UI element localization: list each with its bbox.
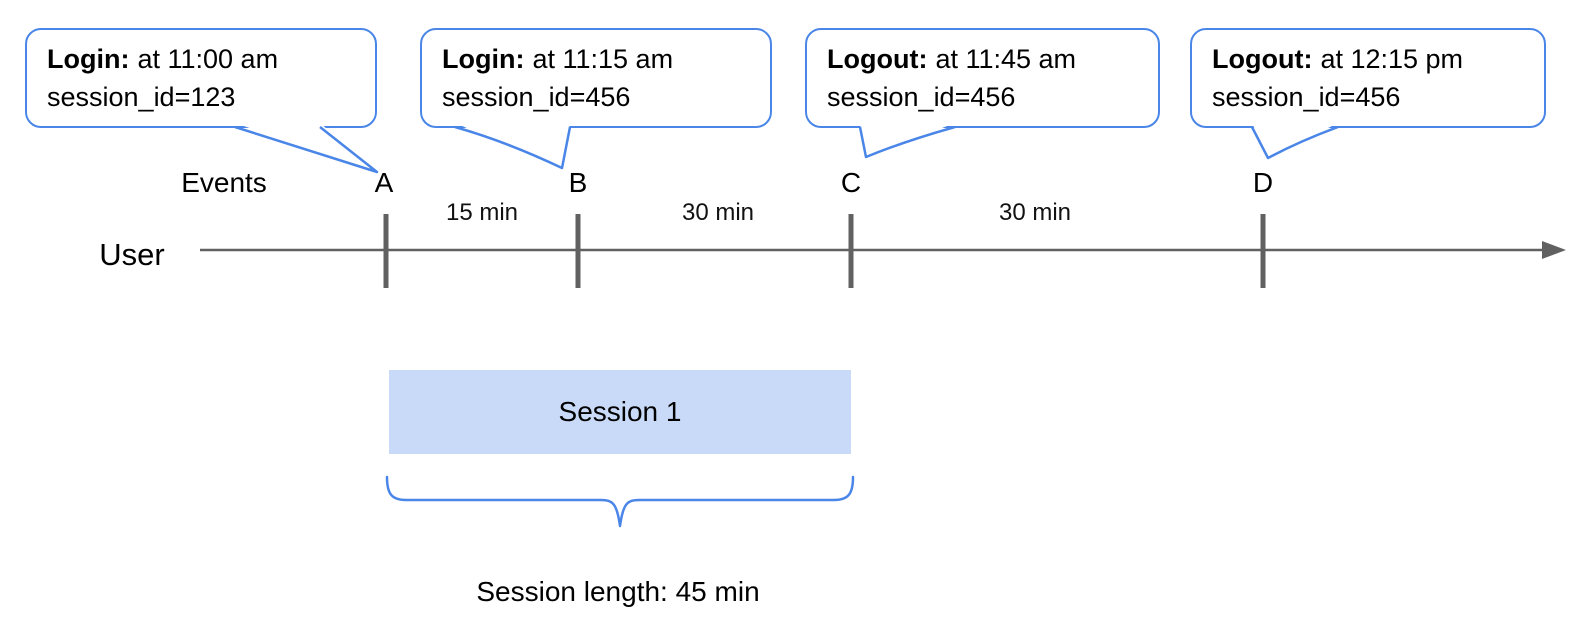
callout-tail-b bbox=[454, 123, 572, 170]
callout-event-line: Logout:at 12:15 pm bbox=[1212, 40, 1526, 78]
session-id-label: session_id=456 bbox=[442, 82, 631, 112]
callout-event-line: Login:at 11:15 am bbox=[442, 40, 752, 78]
session-box-label: Session 1 bbox=[558, 396, 682, 427]
user-axis-label: User bbox=[99, 237, 165, 272]
interval-c-d-label: 30 min bbox=[998, 199, 1072, 226]
event-mark-b: B bbox=[568, 167, 588, 198]
arrowhead-icon bbox=[1542, 241, 1566, 259]
callout-tail-a bbox=[234, 123, 379, 174]
event-mark-c: C bbox=[840, 167, 862, 198]
session-id-label: session_id=456 bbox=[1212, 82, 1401, 112]
interval-b-c-label: 30 min bbox=[681, 199, 755, 226]
events-label: Events bbox=[181, 167, 267, 198]
session-length-brace bbox=[385, 475, 855, 528]
callout-event-line: Login:at 11:00 am bbox=[47, 40, 357, 78]
callout-logout-c: Logout:at 11:45 am session_id=456 bbox=[805, 28, 1160, 128]
callout-logout-d: Logout:at 12:15 pm session_id=456 bbox=[1190, 28, 1546, 128]
callout-login-b: Login:at 11:15 am session_id=456 bbox=[420, 28, 772, 128]
interval-a-b-label: 15 min bbox=[445, 199, 519, 226]
event-mark-a: A bbox=[374, 167, 394, 198]
session-length-label: Session length: 45 min bbox=[476, 576, 760, 607]
session-id-label: session_id=123 bbox=[47, 82, 236, 112]
event-type-label: Login: bbox=[442, 44, 525, 74]
event-time-label: at 12:15 pm bbox=[1320, 44, 1464, 74]
callout-login-a: Login:at 11:00 am session_id=123 bbox=[25, 28, 377, 128]
callout-tail-d bbox=[1250, 123, 1339, 160]
session-id-label: session_id=456 bbox=[827, 82, 1016, 112]
event-time-label: at 11:15 am bbox=[532, 44, 674, 74]
event-mark-d: D bbox=[1252, 167, 1274, 198]
callout-event-line: Logout:at 11:45 am bbox=[827, 40, 1140, 78]
event-time-label: at 11:00 am bbox=[137, 44, 279, 74]
timeline-axis bbox=[200, 241, 1566, 259]
callout-tail-c bbox=[858, 123, 956, 159]
event-type-label: Login: bbox=[47, 44, 130, 74]
event-time-label: at 11:45 am bbox=[935, 44, 1077, 74]
session-1-box: Session 1 bbox=[389, 370, 851, 454]
event-type-label: Logout: bbox=[1212, 44, 1313, 74]
event-type-label: Logout: bbox=[827, 44, 928, 74]
